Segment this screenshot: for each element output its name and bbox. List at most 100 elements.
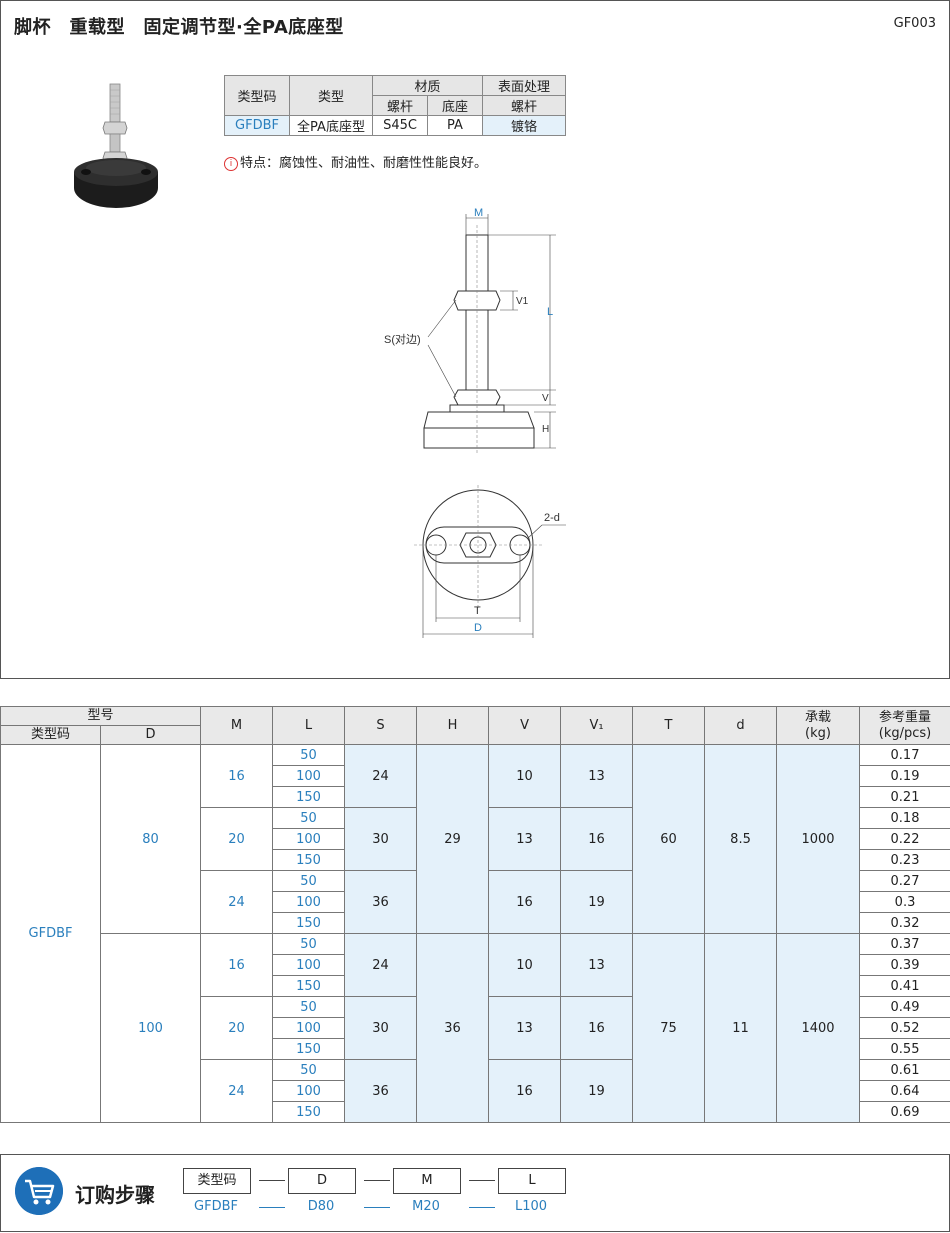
cell-weight: 0.69 bbox=[859, 1101, 950, 1123]
label-L: L bbox=[547, 306, 553, 318]
cell-weight: 0.27 bbox=[859, 870, 950, 892]
cell-V1: 13 bbox=[560, 744, 634, 808]
table-row: 100 0.22 bbox=[1, 828, 950, 850]
cell-L: 50 bbox=[272, 744, 346, 766]
th-H: H bbox=[416, 706, 490, 745]
cell-L: 100 bbox=[272, 1080, 346, 1102]
cell-L: 50 bbox=[272, 807, 346, 829]
cell-weight: 0.61 bbox=[859, 1059, 950, 1081]
technical-drawing: M L V1 V H S(对边) T D 2-d bbox=[384, 207, 566, 638]
cell-S: 30 bbox=[344, 996, 418, 1060]
cell-weight: 0.21 bbox=[859, 786, 950, 808]
cell-load: 1000 bbox=[776, 744, 861, 934]
cell-weight: 0.3 bbox=[859, 891, 950, 913]
cell-L: 50 bbox=[272, 996, 346, 1018]
th-load: 承载 (kg) bbox=[776, 706, 861, 745]
label-H: H bbox=[542, 424, 549, 435]
th-weight: 参考重量 (kg/pcs) bbox=[859, 706, 950, 745]
cell-V: 10 bbox=[488, 744, 562, 808]
cell-d: 8.5 bbox=[704, 744, 778, 934]
cell-L: 150 bbox=[272, 1038, 346, 1060]
sub-base: 底座 bbox=[427, 95, 483, 116]
cell-D: 80 bbox=[99, 744, 202, 934]
cell-L: 50 bbox=[272, 870, 346, 892]
label-V: V bbox=[542, 393, 549, 404]
cell-M: 16 bbox=[200, 933, 274, 997]
cell-S: 24 bbox=[344, 744, 418, 808]
cell-weight: 0.22 bbox=[859, 828, 950, 850]
cell-L: 150 bbox=[272, 975, 346, 997]
order-value-connector bbox=[364, 1207, 390, 1208]
spec-type: 全PA底座型 bbox=[289, 115, 373, 136]
cell-weight: 0.55 bbox=[859, 1038, 950, 1060]
cell-d: 11 bbox=[704, 933, 778, 1123]
feature-text: 特点：腐蚀性、耐油性、耐磨性性能良好。 bbox=[240, 156, 488, 171]
order-box-3: M bbox=[393, 1168, 461, 1194]
cell-L: 150 bbox=[272, 786, 346, 808]
col-type-code: 类型码 bbox=[224, 75, 290, 116]
cell-type-code: GFDBF bbox=[0, 744, 101, 1123]
sub-surface-screw: 螺杆 bbox=[482, 95, 566, 116]
cell-L: 100 bbox=[272, 1017, 346, 1039]
th-d: d bbox=[704, 706, 778, 745]
cell-V: 16 bbox=[488, 870, 562, 934]
cell-M: 24 bbox=[200, 1059, 274, 1123]
cell-S: 36 bbox=[344, 1059, 418, 1123]
cell-L: 100 bbox=[272, 891, 346, 913]
label-S: S(对边) bbox=[384, 332, 421, 346]
cell-L: 150 bbox=[272, 849, 346, 871]
table-row: 150 0.55 bbox=[1, 1038, 950, 1060]
table-row: 150 0.21 bbox=[1, 786, 950, 808]
material-spec-table: 类型码 类型 材质 表面处理 螺杆 底座 螺杆 GFDBF 全PA底座型 S45… bbox=[224, 75, 566, 136]
product-photo bbox=[74, 83, 158, 208]
cell-L: 150 bbox=[272, 1101, 346, 1123]
cell-M: 20 bbox=[200, 807, 274, 871]
info-icon: i bbox=[224, 157, 238, 171]
table-row: 150 0.69 bbox=[1, 1101, 950, 1123]
order-connector bbox=[364, 1180, 390, 1181]
cell-L: 50 bbox=[272, 933, 346, 955]
cell-weight: 0.23 bbox=[859, 849, 950, 871]
cell-L: 100 bbox=[272, 765, 346, 787]
cell-weight: 0.37 bbox=[859, 933, 950, 955]
th-V: V bbox=[488, 706, 562, 745]
label-T: T bbox=[474, 605, 481, 617]
order-box-4: L bbox=[498, 1168, 566, 1194]
cell-V: 10 bbox=[488, 933, 562, 997]
order-value-4: L100 bbox=[514, 1199, 548, 1214]
cell-M: 24 bbox=[200, 870, 274, 934]
cell-L: 50 bbox=[272, 1059, 346, 1081]
cell-V1: 19 bbox=[560, 1059, 634, 1123]
order-connector bbox=[469, 1180, 495, 1181]
cell-T: 60 bbox=[632, 744, 706, 934]
cell-M: 20 bbox=[200, 996, 274, 1060]
col-surface: 表面处理 bbox=[482, 75, 566, 96]
cell-weight: 0.32 bbox=[859, 912, 950, 934]
cell-V1: 19 bbox=[560, 870, 634, 934]
cell-weight: 0.41 bbox=[859, 975, 950, 997]
cell-V: 16 bbox=[488, 1059, 562, 1123]
page-title: 脚杯 重载型 固定调节型·全PA底座型 bbox=[14, 17, 344, 38]
cell-L: 150 bbox=[272, 912, 346, 934]
spec-surface: 镀铬 bbox=[482, 115, 566, 136]
cell-S: 36 bbox=[344, 870, 418, 934]
cell-weight: 0.17 bbox=[859, 744, 950, 766]
cell-V1: 16 bbox=[560, 807, 634, 871]
order-box-1: 类型码 bbox=[183, 1168, 251, 1194]
order-title: 订购步骤 bbox=[75, 1183, 155, 1207]
th-V1: V₁ bbox=[560, 706, 634, 745]
order-value-connector bbox=[259, 1207, 285, 1208]
th-model: 型号 bbox=[0, 706, 202, 726]
label-V1: V1 bbox=[516, 296, 529, 307]
th-D: D bbox=[99, 725, 202, 745]
cell-L: 100 bbox=[272, 828, 346, 850]
table-row: 150 0.41 bbox=[1, 975, 950, 997]
